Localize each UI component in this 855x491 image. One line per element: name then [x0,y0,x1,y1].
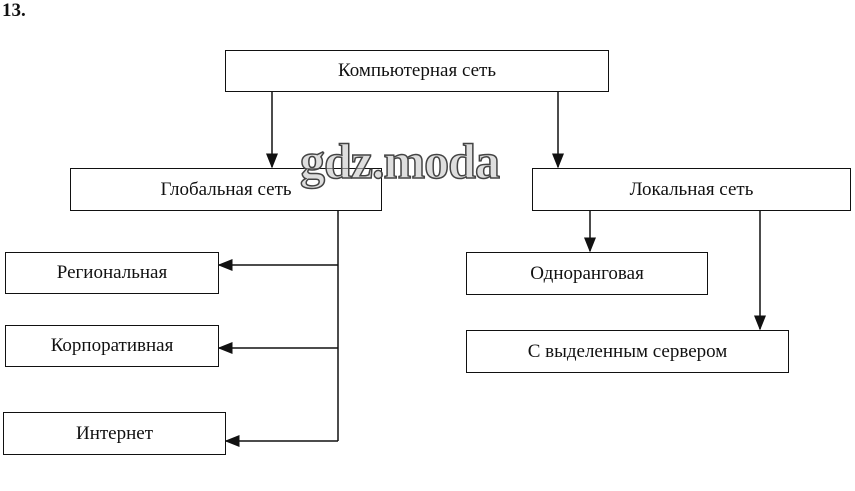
node-computer-network: Компьютерная сеть [225,50,609,92]
node-local-network: Локальная сеть [532,168,851,211]
node-peer-to-peer: Одноранговая [466,252,708,295]
task-number: 13. [2,0,26,21]
node-dedicated-server: С выделенным сервером [466,330,789,373]
node-corporate: Корпоративная [5,325,219,367]
node-internet: Интернет [3,412,226,455]
node-global-network: Глобальная сеть [70,168,382,211]
watermark: gdz.moda [299,132,500,190]
node-regional: Региональная [5,252,219,294]
